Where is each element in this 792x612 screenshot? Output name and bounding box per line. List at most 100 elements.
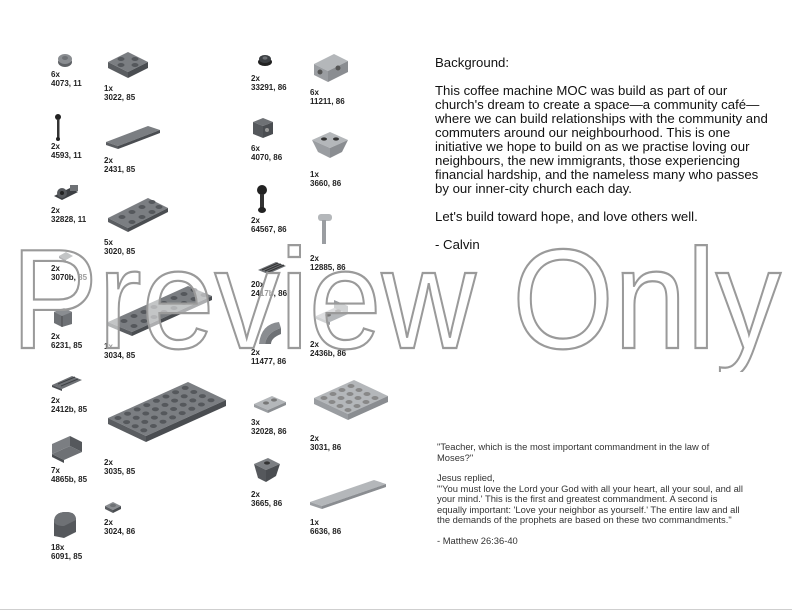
background-heading: Background: <box>435 55 510 70</box>
part-11211-brick-studs-icon <box>310 52 350 84</box>
stud <box>347 384 355 388</box>
stud <box>362 400 370 404</box>
part-3665-slope-inverted-icon <box>252 456 282 486</box>
stud <box>170 407 178 411</box>
stud <box>131 424 139 429</box>
stud <box>141 419 149 424</box>
stud <box>151 407 159 412</box>
part-33291-round-plate-petals-icon <box>256 52 274 68</box>
stud <box>346 392 354 396</box>
part-6636-tile-1x6-icon <box>308 478 388 512</box>
quote-question: "Teacher, which is the most important co… <box>437 441 710 463</box>
stud <box>178 411 186 416</box>
part-4865b-panel-icon <box>50 434 84 464</box>
stud <box>179 402 187 407</box>
background-closing: Let's build toward hope, and love others… <box>435 209 698 224</box>
background-section: Background: This coffee machine MOC was … <box>435 56 775 266</box>
stud <box>143 403 151 408</box>
stud <box>160 411 168 416</box>
part-3031-plate-4x4-icon <box>310 378 390 430</box>
stud <box>142 411 150 416</box>
stud <box>149 424 157 428</box>
part-2436b-bracket-icon <box>312 296 352 330</box>
part-6231-panel-corner-icon <box>52 306 74 328</box>
stud <box>171 398 179 403</box>
part-2412b-grille-tile-icon <box>50 374 84 392</box>
part-2417b-leaves-icon <box>256 256 288 276</box>
background-paragraph: This coffee machine MOC was build as par… <box>435 83 768 196</box>
stud <box>338 388 346 392</box>
stud <box>353 404 361 408</box>
stud <box>354 396 362 400</box>
part-3022-plate-2x2-icon <box>104 50 150 80</box>
stud <box>189 398 197 403</box>
part-3034-plate-2x8-icon <box>104 284 216 340</box>
part-3024-plate-1x1-icon <box>104 500 122 514</box>
quote-answer: "'You must love the Lord your God with a… <box>437 482 743 525</box>
part-11477-slope-curved-icon <box>255 318 283 346</box>
part-3035-plate-4x8-icon <box>104 380 230 456</box>
part-3020-plate-2x4-icon <box>104 196 170 234</box>
stud <box>336 404 344 408</box>
stud <box>371 396 379 400</box>
stud <box>181 385 189 390</box>
stud <box>180 394 188 399</box>
stud <box>188 406 196 411</box>
stud <box>355 388 363 392</box>
stud <box>124 411 132 416</box>
stud <box>159 419 167 424</box>
part-3070b-tile-1x1-icon <box>58 250 74 262</box>
scripture-quote: "Teacher, which is the most important co… <box>437 441 747 556</box>
stud <box>133 407 141 412</box>
stud <box>140 428 148 433</box>
stud <box>161 402 169 407</box>
part-32028-plate-door-rail-icon <box>252 392 288 416</box>
stud <box>190 390 198 394</box>
stud <box>207 398 215 403</box>
stud <box>150 415 158 420</box>
stud <box>329 392 337 396</box>
quote-intro: Jesus replied, <box>437 472 495 483</box>
part-4593-bar-icon <box>52 113 64 143</box>
part-6091-brick-curved-icon <box>50 508 80 540</box>
stud <box>363 392 371 396</box>
stud <box>337 396 345 400</box>
stud <box>197 402 205 407</box>
stud <box>320 396 328 400</box>
stud <box>345 400 353 404</box>
stud <box>172 390 180 395</box>
quote-reference: - Matthew 26:36-40 <box>437 534 518 546</box>
stud <box>162 394 170 399</box>
part-64567-lightsaber-hilt-icon <box>255 184 269 216</box>
stud <box>169 415 177 420</box>
stud <box>198 394 206 399</box>
part-32828-bracket-icon <box>52 182 80 202</box>
part-4073-round-plate-icon <box>56 52 74 68</box>
background-signature: - Calvin <box>435 237 480 252</box>
part-12885-bar-holder-icon <box>312 212 336 248</box>
stud <box>123 420 131 425</box>
stud <box>114 416 122 420</box>
